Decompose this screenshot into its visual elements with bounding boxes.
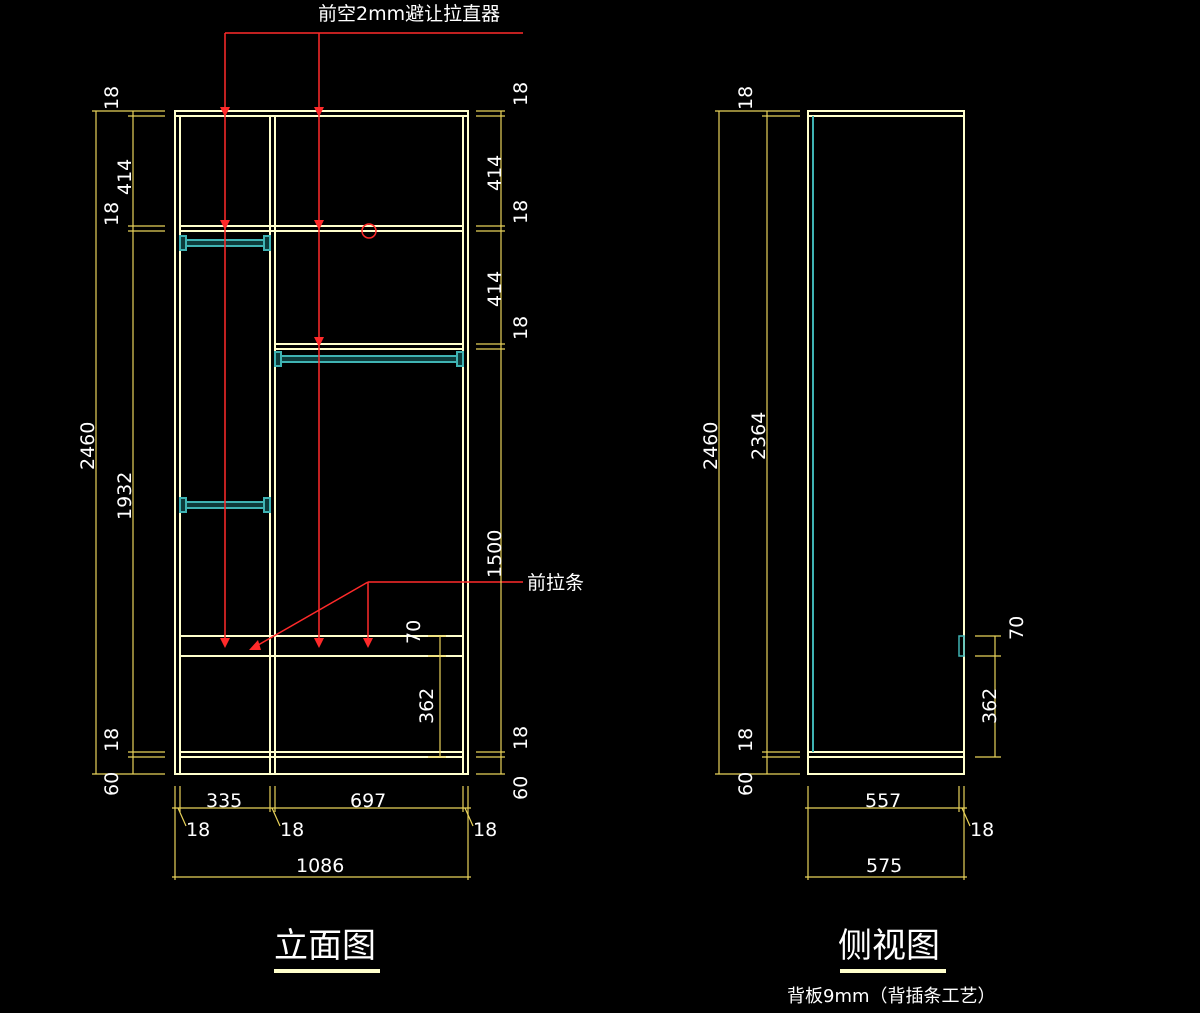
top-note: 前空2mm避让拉直器: [318, 3, 500, 25]
dim-right-414-a: 414: [484, 155, 506, 191]
side-dim-rail-70: 70: [1006, 616, 1028, 640]
front-dimension-text: 18 414 18 2460 1932 18 60 18 414 18 414 …: [77, 82, 532, 877]
side-dim-inner-depth: 557: [865, 790, 901, 812]
side-dim-plinth: 60: [735, 772, 757, 796]
dim-side-right: 18: [473, 819, 497, 841]
dim-right-1500: 1500: [484, 530, 506, 578]
rod-bracket-icon: [179, 235, 187, 251]
arrow-down-icon: [314, 107, 324, 117]
side-dim-drawer-362: 362: [979, 688, 1001, 724]
side-dimension-lines: [715, 110, 1001, 880]
side-rail-block: [958, 635, 965, 657]
arrow-down-icon: [314, 220, 324, 230]
rail-note: 前拉条: [527, 572, 584, 594]
dim-shelf-left: 18: [101, 202, 123, 226]
dim-side-mid: 18: [280, 819, 304, 841]
hanging-rod-right: [278, 355, 460, 363]
front-view-title: 立面图: [274, 926, 376, 966]
dim-width-right: 697: [350, 790, 386, 812]
arrow-down-icon: [220, 220, 230, 230]
rod-bracket-icon: [263, 235, 271, 251]
arrow-down-icon: [314, 337, 324, 347]
rail-leader-diagonal: [252, 581, 369, 649]
front-cabinet-outline: [174, 110, 469, 775]
dim-right-414-b: 414: [484, 271, 506, 307]
dim-upper-414-left: 414: [114, 159, 136, 195]
arrow-down-icon: [220, 107, 230, 117]
front-dimension-lines: [92, 110, 505, 880]
side-dim-bottom-panel: 18: [735, 728, 757, 752]
side-dim-top-panel: 18: [735, 86, 757, 110]
side-view: [807, 110, 965, 775]
rod-bracket-icon: [179, 497, 187, 513]
dim-right-shelf-1: 18: [510, 200, 532, 224]
dim-bottom-panel-left: 18: [101, 728, 123, 752]
dim-total-width: 1086: [296, 855, 344, 877]
side-view-title: 侧视图: [838, 926, 940, 966]
dim-side-left: 18: [186, 819, 210, 841]
dim-rail-70: 70: [403, 620, 425, 644]
arrow-down-icon: [220, 638, 230, 648]
side-dim-total-depth: 575: [866, 855, 902, 877]
side-dimension-text: 18 2460 2364 18 60 70 362 557 18 575: [700, 86, 1028, 877]
dim-width-left: 335: [206, 790, 242, 812]
rod-bracket-icon: [456, 351, 464, 367]
side-dim-inner-height: 2364: [748, 412, 770, 460]
dim-right-bottom-panel: 18: [510, 726, 532, 750]
dim-right-plinth: 60: [510, 776, 532, 800]
arrow-diagonal-icon: [249, 640, 261, 650]
dim-right-shelf-2: 18: [510, 316, 532, 340]
rod-bracket-icon: [263, 497, 271, 513]
dim-drawer-362: 362: [416, 688, 438, 724]
hanging-rods: [179, 235, 464, 513]
arrow-down-icon: [363, 638, 373, 648]
front-title-underline: [274, 969, 380, 973]
marker-circle-icon: [361, 223, 377, 239]
dim-right-top-panel: 18: [510, 82, 532, 106]
arrow-down-icon: [314, 638, 324, 648]
side-dim-total-height: 2460: [700, 422, 722, 470]
dim-total-height-front: 2460: [77, 422, 99, 470]
side-title-underline: [840, 969, 946, 973]
dim-inner-height-front: 1932: [114, 472, 136, 520]
dim-plinth-left: 60: [101, 772, 123, 796]
red-arrowheads: [220, 107, 373, 650]
side-cabinet-outline: [807, 110, 965, 775]
dim-top-panel-left: 18: [101, 86, 123, 110]
side-view-note: 背板9mm（背插条工艺）: [787, 986, 996, 1007]
side-dim-back-18: 18: [970, 819, 994, 841]
rod-bracket-icon: [274, 351, 282, 367]
front-view: [174, 110, 469, 775]
